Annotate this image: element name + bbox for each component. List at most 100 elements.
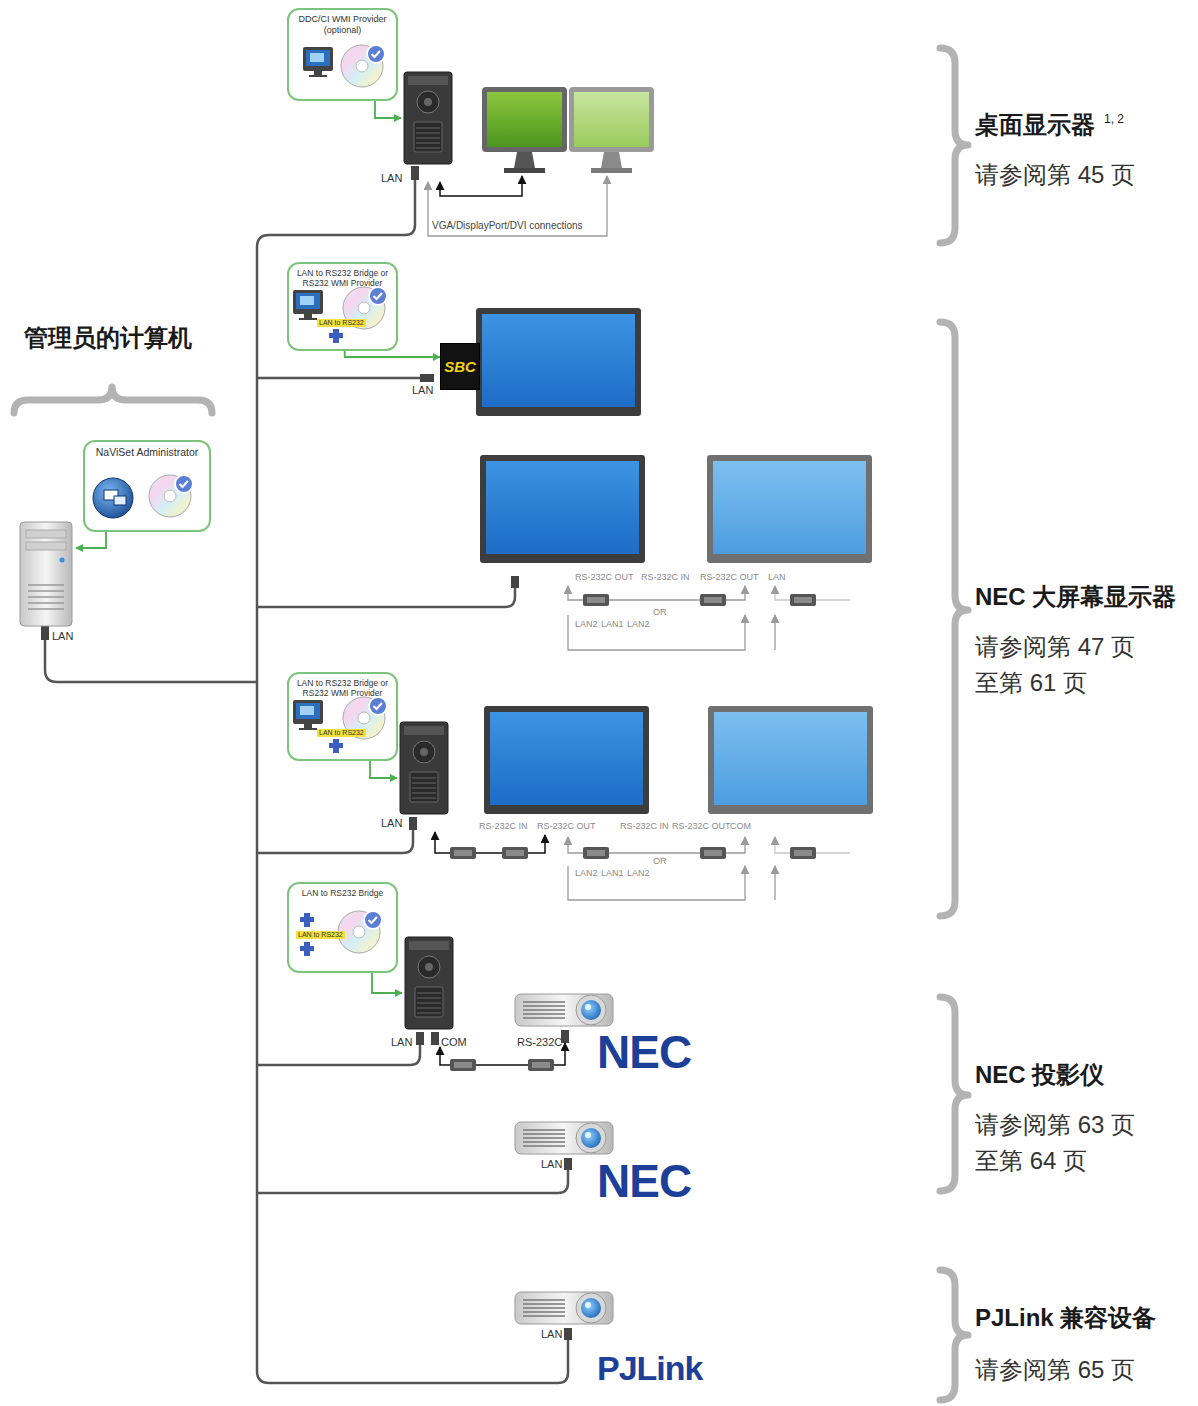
brand-logo: PJLink	[597, 1350, 702, 1386]
install-arrow	[372, 973, 402, 993]
signal-label: LAN1	[601, 868, 624, 878]
serial-connector	[790, 847, 816, 859]
sbc-box: SBC	[440, 343, 480, 390]
lan-plug	[564, 1158, 572, 1170]
projector	[515, 1122, 613, 1154]
power-light	[60, 558, 65, 563]
monitor-stand	[601, 152, 622, 168]
port-label: COM	[441, 1036, 467, 1048]
chain-cables	[568, 837, 850, 900]
brace-group	[14, 48, 968, 1400]
serial-connector	[700, 847, 726, 859]
signal-label: RS-232C IN	[479, 821, 528, 831]
monitor-base	[504, 168, 545, 173]
signal-label: RS-232C IN	[641, 572, 690, 582]
monitor-icon	[293, 290, 323, 320]
projector	[515, 994, 613, 1026]
brace	[940, 322, 968, 916]
tower-pc	[400, 722, 448, 814]
brand-logo: NEC	[597, 1029, 691, 1075]
serial-connector	[528, 1059, 554, 1071]
brace	[940, 1270, 968, 1400]
large-display	[708, 706, 873, 814]
lan-plug	[416, 1032, 424, 1045]
port-label: LAN	[52, 630, 73, 642]
arrow-connector	[345, 351, 440, 357]
monitor-frame	[482, 87, 567, 152]
video-cable	[440, 176, 522, 196]
signal-label: OR	[653, 607, 667, 617]
signal-label: COM	[730, 821, 751, 831]
signal-label: RS-232C OUT	[575, 572, 634, 582]
port-label: LAN	[541, 1158, 562, 1170]
monitor-frame	[569, 87, 654, 152]
signal-label: LAN1	[601, 619, 624, 629]
monitor-icon	[303, 47, 333, 77]
serial-connector	[583, 847, 609, 859]
drive-bay	[26, 530, 66, 538]
lan-chain-cable	[774, 615, 775, 650]
serial-connector	[502, 847, 528, 859]
node-text: LAN to RS232 Bridge or RS232 WMI Provide…	[289, 264, 396, 288]
signal-label: LAN2	[627, 619, 650, 629]
page-reference: 请参阅第 45 页	[975, 157, 1175, 193]
lan-plug	[564, 1328, 572, 1340]
lan-chain-cable	[568, 615, 745, 650]
drive-bay	[26, 542, 66, 550]
page-reference: 请参阅第 47 页 至第 61 页	[975, 629, 1175, 701]
desktop-monitor	[482, 87, 567, 173]
signal-label: RS-232C OUT	[537, 821, 596, 831]
serial-plug-icon	[329, 739, 343, 753]
lan-cable	[257, 830, 413, 853]
serial-connector	[583, 594, 609, 606]
brace	[940, 997, 968, 1191]
install-arrow	[370, 761, 397, 778]
navisset-globe	[93, 478, 133, 518]
callout-box: LAN to RS232 BridgeLAN to RS232	[287, 882, 398, 973]
signal-label: LAN2	[575, 619, 598, 629]
desktop-monitor	[569, 87, 654, 173]
tower-pc	[405, 937, 453, 1029]
monitor-icon	[293, 700, 323, 730]
port-label: LAN	[381, 172, 402, 184]
lan-chain-cable	[568, 866, 745, 900]
page-reference: 请参阅第 65 页	[975, 1352, 1175, 1388]
software-disc	[341, 45, 385, 87]
section-heading: PJLink 兼容设备	[975, 1303, 1156, 1333]
signal-label: LAN2	[575, 868, 598, 878]
large-display	[480, 455, 645, 563]
serial-plug-icon	[300, 942, 314, 956]
tag-label: LAN to RS232	[317, 319, 366, 327]
install-arrow	[76, 532, 106, 548]
port-label: LAN	[391, 1036, 412, 1048]
lan-plug	[511, 576, 519, 588]
lan-cable	[45, 640, 257, 682]
serial-connector	[700, 594, 726, 606]
signal-label: RS-232C IN	[620, 821, 669, 831]
tower-pc	[404, 72, 452, 164]
callout-box: NaViSet Administrator	[83, 440, 211, 532]
section-heading: NEC 投影仪	[975, 1060, 1104, 1090]
globe-monitor	[114, 496, 126, 505]
port-label: RS-232C	[517, 1036, 562, 1048]
monitor-stand	[514, 152, 535, 168]
serial-connector	[450, 847, 476, 859]
video-cable	[428, 176, 607, 236]
install-arrow	[375, 101, 401, 118]
projector	[515, 1292, 613, 1324]
server-tower	[20, 522, 72, 626]
tag-label: LAN to RS232	[317, 729, 366, 737]
node-text: DDC/CI WMI Provider (optional)	[289, 10, 396, 35]
port-label: LAN	[541, 1328, 562, 1340]
brand-logo: NEC	[597, 1158, 691, 1204]
large-display	[484, 706, 649, 814]
lan-plug	[411, 166, 419, 180]
signal-label: LAN2	[627, 868, 650, 878]
serial-connector	[790, 594, 816, 606]
callout-box: DDC/CI WMI Provider (optional)	[287, 8, 398, 101]
signal-label: LAN	[768, 572, 786, 582]
chain-cables	[568, 586, 850, 650]
com-plug	[431, 1032, 439, 1045]
lan-plug	[41, 626, 49, 640]
